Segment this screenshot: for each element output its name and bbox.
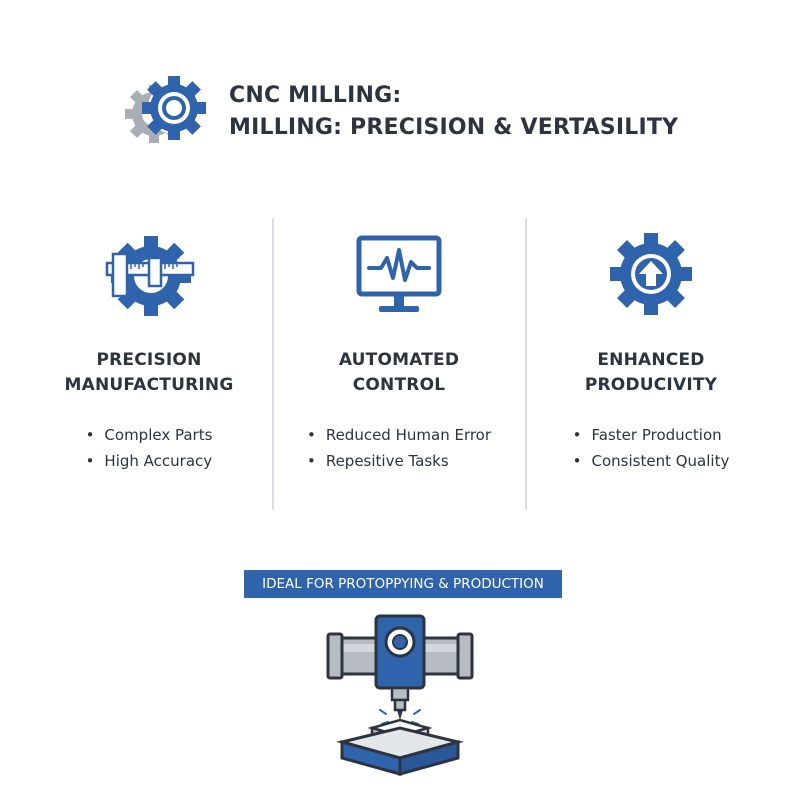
feature-title: AUTOMATED CONTROL: [273, 348, 525, 398]
feature-title-line-1: PRECISION: [96, 350, 202, 370]
gears-logo-icon: [125, 76, 206, 143]
feature-bullets: Complex Parts High Accuracy: [86, 422, 213, 474]
bullet-item: Repesitive Tasks: [307, 448, 491, 474]
feature-title-line-1: ENHANCED: [597, 350, 705, 370]
feature-bullets: Faster Production Consistent Quality: [573, 422, 730, 474]
feature-title-line-1: AUTOMATED: [338, 350, 460, 370]
divider-right: [525, 218, 527, 510]
bullet-item: High Accuracy: [86, 448, 213, 474]
feature-title-line-2: MANUFACTURING: [64, 375, 234, 395]
page-title: CNC MILLING: MILLING: PRECISION & VERTAS…: [229, 80, 678, 144]
divider-left: [272, 218, 274, 510]
cnc-milling-machine-icon: [326, 614, 474, 776]
bullet-item: Reduced Human Error: [307, 422, 491, 448]
feature-bullets: Reduced Human Error Repesitive Tasks: [307, 422, 491, 474]
gear-up-arrow-icon: [610, 233, 692, 315]
feature-automated-control: AUTOMATED CONTROL Reduced Human Error Re…: [273, 228, 525, 474]
bullet-item: Consistent Quality: [573, 448, 730, 474]
feature-title-line-2: CONTROL: [352, 375, 446, 395]
feature-title: PRECISION MANUFACTURING: [23, 348, 275, 398]
monitor-waveform-icon: [356, 235, 442, 312]
title-line-2: MILLING: PRECISION & VERTASILITY: [229, 115, 679, 140]
gear-caliper-icon: [105, 236, 195, 316]
usage-banner: IDEAL FOR PROTOPPYING & PRODUCTION: [244, 570, 562, 598]
feature-title: ENHANCED PRODUCIVITY: [525, 348, 777, 398]
feature-precision-manufacturing: PRECISION MANUFACTURING Complex Parts Hi…: [23, 228, 275, 474]
bullet-item: Complex Parts: [86, 422, 212, 448]
feature-title-line-2: PRODUCIVITY: [584, 375, 718, 395]
feature-enhanced-productivity: ENHANCED PRODUCIVITY Faster Production C…: [525, 228, 777, 474]
bullet-item: Faster Production: [573, 422, 730, 448]
title-line-1: CNC MILLING:: [229, 83, 402, 108]
